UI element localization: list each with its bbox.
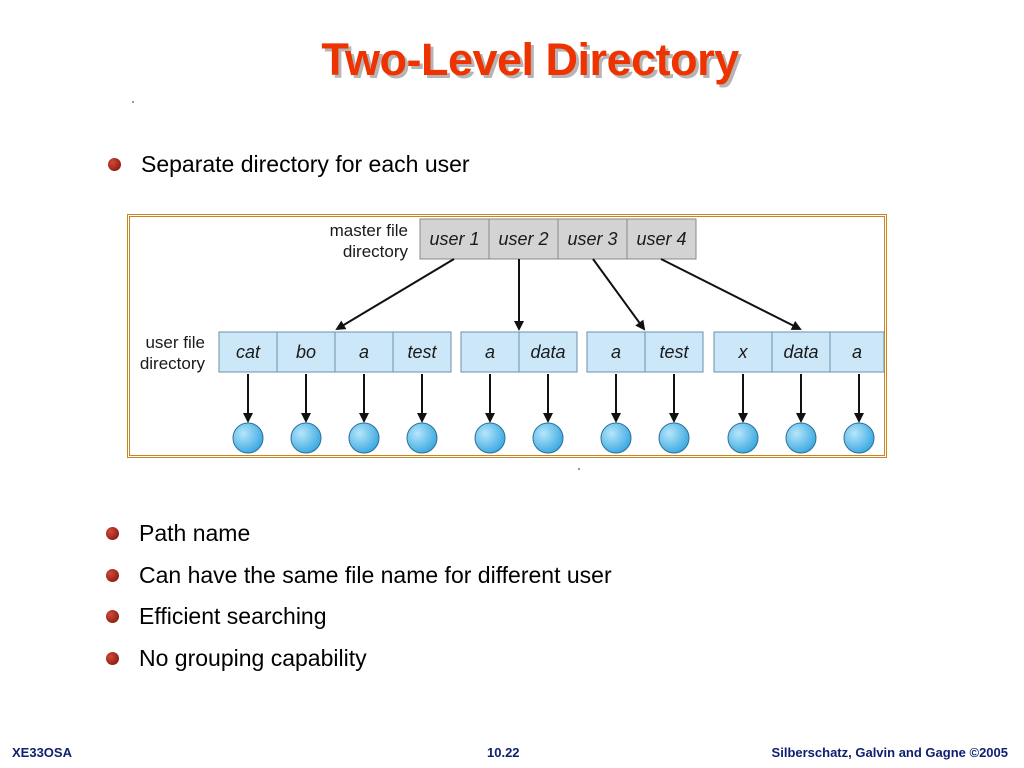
svg-text:a: a [485,342,495,362]
svg-text:test: test [407,342,437,362]
bullet-text: No grouping capability [139,645,367,671]
arrow-user3 [592,258,646,331]
file-entry-a[interactable]: a [460,331,520,373]
file-entry-a[interactable]: a [829,331,885,373]
svg-text:test: test [659,342,689,362]
svg-text:user 4: user 4 [636,229,686,249]
file-node-icon[interactable] [406,422,438,454]
svg-text:data: data [783,342,818,362]
file-entry-data[interactable]: data [518,331,578,373]
stray-mark [132,101,134,103]
bullet-icon [108,158,121,171]
user-label-line1: user file [145,333,205,352]
bullet-item: Efficient searching [106,603,327,630]
user-directory-4: x data a [713,331,885,373]
entry-to-file-arrows [243,374,864,423]
bullet-text: Efficient searching [139,603,327,629]
svg-text:a: a [852,342,862,362]
file-entry-x[interactable]: x [713,331,773,373]
file-node-icon[interactable] [348,422,380,454]
arrow-user1 [335,258,455,331]
file-node-icon[interactable] [474,422,506,454]
file-entry-test[interactable]: test [392,331,452,373]
master-label-line2: directory [343,242,409,261]
intro-bullet-item: Separate directory for each user [108,151,470,178]
file-entry-data[interactable]: data [771,331,831,373]
bullet-text: Can have the same file name for differen… [139,562,612,588]
file-node-icon[interactable] [843,422,875,454]
svg-text:a: a [359,342,369,362]
file-node-icon[interactable] [532,422,564,454]
file-node-icon[interactable] [727,422,759,454]
svg-text:x: x [738,342,749,362]
file-entry-cat[interactable]: cat [218,331,278,373]
user-label-line2: directory [140,354,206,373]
bullet-item: No grouping capability [106,645,367,672]
user-directory-2: a data [460,331,578,373]
file-node-icon[interactable] [232,422,264,454]
bullet-item: Can have the same file name for differen… [106,562,612,589]
file-nodes [232,422,875,454]
bullet-item: Path name [106,520,250,547]
bullet-icon [106,569,119,582]
master-label-line1: master file [330,221,408,240]
stray-mark [578,468,580,470]
two-level-directory-diagram: master file directory user file director… [140,218,885,454]
footer-page-number: 10.22 [487,745,520,760]
master-cell-user1[interactable]: user 1 [419,218,490,260]
master-cell-user4[interactable]: user 4 [626,218,697,260]
file-node-icon[interactable] [658,422,690,454]
footer-course-code: XE33OSA [12,745,72,760]
bullet-icon [106,527,119,540]
user-directory-1: cat bo a test [218,331,452,373]
master-file-directory: user 1 user 2 user 3 user 4 [419,218,697,260]
svg-text:a: a [611,342,621,362]
svg-text:bo: bo [296,342,316,362]
file-node-icon[interactable] [785,422,817,454]
arrow-user4 [660,258,802,330]
master-to-user-arrows [335,258,802,331]
svg-text:user 3: user 3 [567,229,617,249]
slide-title: Two-Level Directory [321,34,739,85]
file-node-icon[interactable] [290,422,322,454]
file-entry-bo[interactable]: bo [276,331,336,373]
file-entry-a[interactable]: a [586,331,646,373]
footer-copyright: Silberschatz, Galvin and Gagne ©2005 [771,745,1008,760]
master-cell-user2[interactable]: user 2 [488,218,559,260]
master-cell-user3[interactable]: user 3 [557,218,628,260]
file-node-icon[interactable] [600,422,632,454]
bullet-icon [106,610,119,623]
user-directory-3: a test [586,331,704,373]
svg-text:data: data [530,342,565,362]
bullet-icon [106,652,119,665]
svg-text:user 2: user 2 [498,229,548,249]
svg-text:cat: cat [236,342,261,362]
file-entry-a[interactable]: a [334,331,394,373]
directory-diagram-frame: master file directory user file director… [127,214,887,458]
svg-text:user 1: user 1 [429,229,479,249]
bullet-text: Path name [139,520,251,546]
file-entry-test[interactable]: test [644,331,704,373]
intro-bullet-text: Separate directory for each user [141,151,470,177]
